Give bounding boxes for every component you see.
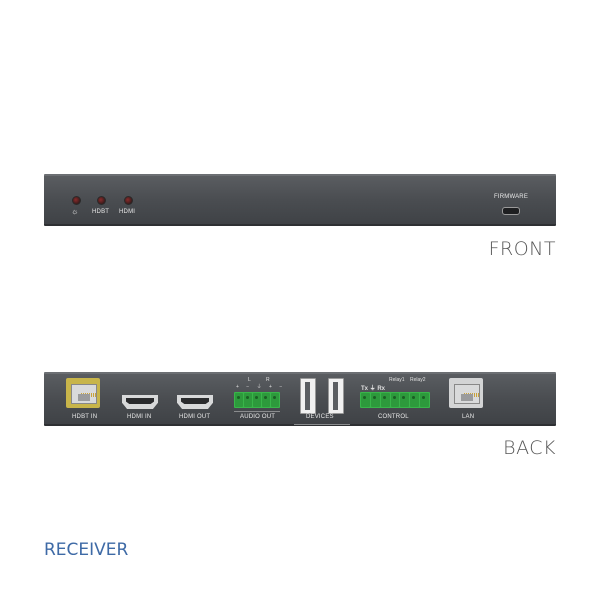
audio-l-label: L [248,377,251,383]
back-caption: BACK [503,437,556,459]
hdbt-led-label: HDBT [92,209,110,215]
control-markings: Tx ⏚ Rx [361,386,386,392]
hdbt-led-icon [97,196,106,205]
firmware-usb-port-icon [502,207,520,215]
hdmi-in-label: HDMI IN [127,414,152,420]
front-caption: FRONT [488,238,556,260]
product-label: RECEIVER [44,540,129,560]
devices-divider [294,424,350,425]
devices-label: DEVICES [306,414,334,420]
relay2-label: Relay2 [410,377,426,383]
usb-port-1-icon [300,378,316,414]
hdmi-out-label: HDMI OUT [179,414,211,420]
hdbt-in-label: HDBT IN [72,414,98,420]
hdbt-in-port-icon [66,378,100,408]
front-panel: ☼ HDBT HDMI FIRMWARE [44,174,556,226]
hdmi-in-port-icon [122,395,158,409]
usb-port-2-icon [328,378,344,414]
audio-out-divider [234,411,280,412]
power-led-icon [72,196,81,205]
power-symbol-label: ☼ [71,207,79,216]
hdmi-led-icon [124,196,133,205]
hdmi-out-port-icon [177,395,213,409]
firmware-label: FIRMWARE [494,194,529,200]
control-terminal-icon [360,392,430,408]
relay1-label: Relay1 [389,377,405,383]
audio-out-label: AUDIO OUT [240,414,276,420]
back-panel: HDBT IN HDMI IN HDMI OUT L R + − ⏚ + − A… [44,372,556,426]
audio-out-terminal-icon [234,392,280,408]
control-label: CONTROL [378,414,409,420]
lan-port-icon [449,378,483,408]
lan-label: LAN [462,414,475,420]
hdmi-led-label: HDMI [119,209,136,215]
audio-out-markings: + − ⏚ + − [236,384,286,390]
audio-r-label: R [266,377,270,383]
